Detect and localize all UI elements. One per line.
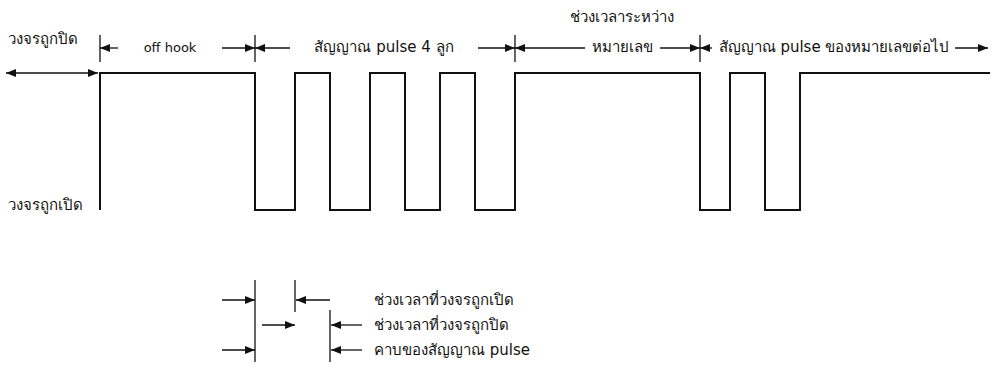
- dim-arrow: [262, 324, 295, 325]
- signal-label: off hook: [142, 40, 199, 56]
- dim-arrow: [222, 349, 255, 350]
- signal-label: สัญญาณ pulse ของหมายเลขต่อไป: [717, 38, 952, 56]
- dim-arrow: [478, 47, 515, 48]
- signal-label: วงจรถูกเปิด: [6, 196, 85, 214]
- tick: [294, 280, 295, 312]
- dim-arrow: [222, 47, 255, 48]
- dim-arrow: [255, 47, 290, 48]
- span-arrow: [6, 72, 98, 73]
- signal-label: วงจรถูกปิด: [6, 30, 80, 48]
- tick: [329, 310, 330, 362]
- signal-label: ช่วงเวลาที่วงจรถูกเปิด: [372, 291, 516, 309]
- dim-arrow: [700, 47, 712, 48]
- dim-arrow: [331, 324, 362, 325]
- pulse-waveform: [100, 73, 990, 210]
- dim-arrow: [331, 349, 362, 350]
- dim-arrow: [660, 47, 700, 48]
- signal-label: สัญญาณ pulse 4 ลูก: [312, 38, 455, 56]
- signal-label: คาบของสัญญาณ pulse: [372, 341, 532, 359]
- signal-label: ช่วงเวลาระหว่าง: [568, 8, 676, 26]
- dim-arrow: [515, 47, 585, 48]
- dim-arrow: [222, 299, 255, 300]
- signal-label: ช่วงเวลาที่วงจรถูกปิด: [372, 316, 511, 334]
- dim-arrow: [955, 47, 988, 48]
- dim-arrow: [296, 299, 330, 300]
- signal-label: หมายเลข: [590, 38, 655, 56]
- dim-arrow: [100, 47, 118, 48]
